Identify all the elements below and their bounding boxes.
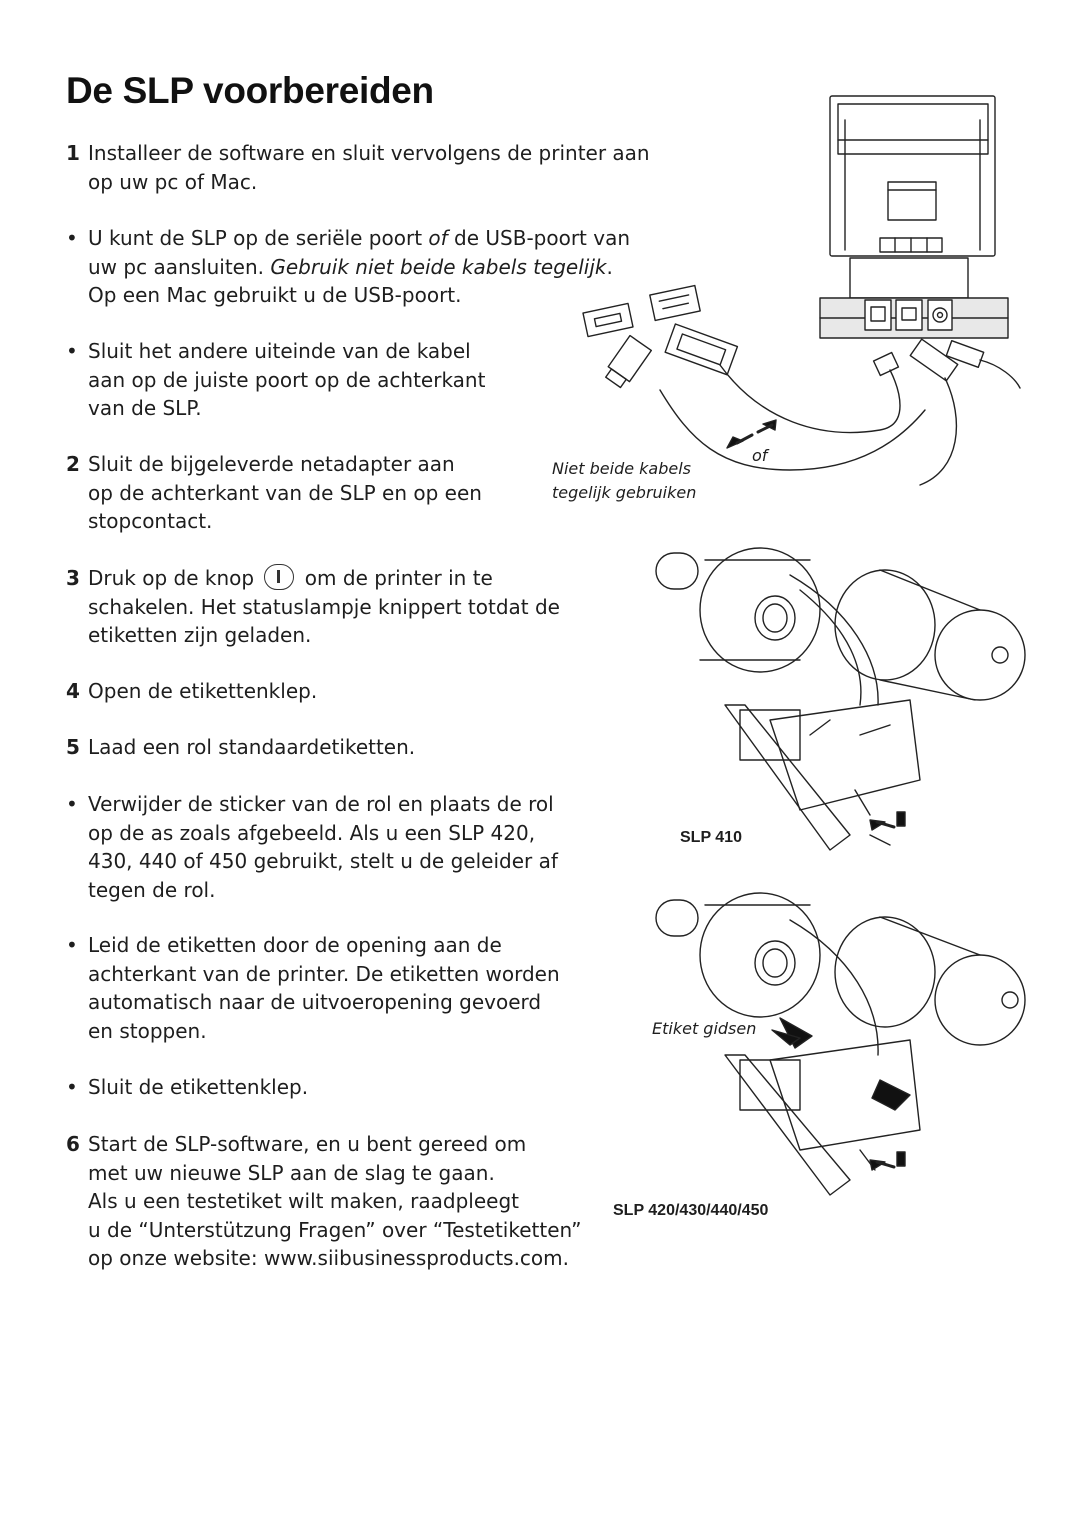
step-3-line-2: schakelen. Het statuslampje knippert tot… xyxy=(88,594,560,619)
power-button-icon xyxy=(264,564,295,590)
bullet-4-symbol: • xyxy=(66,933,78,957)
step-6-line-2: met uw nieuwe SLP aan de slag te gaan. xyxy=(88,1160,495,1185)
step-3-line-1-a: Druk op de knop xyxy=(88,566,255,590)
bullet-1-line-1-b: of xyxy=(428,226,448,250)
bullet-1-symbol: • xyxy=(66,226,78,250)
bullet-5-symbol: • xyxy=(66,1075,78,1099)
cables-illustration xyxy=(582,284,1021,486)
bullet-4-line-2: achterkant van de printer. De etiketten … xyxy=(88,961,560,986)
step-3-number: 3 xyxy=(66,566,80,590)
step-1-text: Installeer de software en sluit vervolge… xyxy=(88,139,650,196)
bullet-4-line-4: en stoppen. xyxy=(88,1018,207,1043)
slp-410-illustration xyxy=(655,547,1026,851)
bullet-3-line-3: 430, 440 of 450 gebruikt, stelt u de gel… xyxy=(88,849,558,873)
bullet-1-line-1-a: U kunt de SLP op de seriële poort xyxy=(88,226,429,250)
slp-420-label: SLP 420/430/440/450 xyxy=(613,1202,769,1219)
or-label: of xyxy=(752,446,768,465)
step-3-line-1-b: om de printer in te xyxy=(304,566,493,590)
bullet-1-text: U kunt de SLP op de seriële poort of de … xyxy=(88,224,630,310)
bullet-5-text: Sluit de etikettenklep. xyxy=(88,1073,308,1102)
bullet-1-line-1-c: de USB-poort van xyxy=(447,226,631,250)
bullet-1-line-2-a: uw pc aansluiten. xyxy=(88,254,271,279)
step-2-text: Sluit de bijgeleverde netadapter aan op … xyxy=(88,450,482,536)
bullet-1-line-2-c: . xyxy=(606,254,613,279)
step-6-line-5: op onze website: www.siibusinessproducts… xyxy=(88,1246,570,1270)
bullet-2-line-3: van de SLP. xyxy=(88,396,202,420)
step-1-number: 1 xyxy=(66,141,80,165)
bullet-1-line-1: U kunt de SLP op de seriële poort of de … xyxy=(88,224,630,253)
bullet-3-line-2: op de as zoals afgebeeld. Als u een SLP … xyxy=(88,820,536,845)
step-2-line-3: stopcontact. xyxy=(88,509,213,533)
bullet-4-line-3: automatisch naar de uitvoeropening gevoe… xyxy=(88,990,542,1014)
bullet-1-line-2-b: Gebruik niet beide kabels tegelijk xyxy=(270,254,607,279)
bullet-4-line-1: Leid de etiketten door de opening aan de xyxy=(88,933,502,957)
step-4-line-1: Open de etikettenklep. xyxy=(88,679,318,703)
step-5-number: 5 xyxy=(66,735,80,759)
bullet-1-line-3: Op een Mac gebruikt u de USB-poort. xyxy=(88,283,462,307)
label-guides-label: Etiket gidsen xyxy=(652,1019,757,1038)
step-6-number: 6 xyxy=(66,1132,80,1156)
step-4-text: Open de etikettenklep. xyxy=(88,677,317,706)
step-5-text: Laad een rol standaardetiketten. xyxy=(88,733,415,762)
warning-line-1: Niet beide kabels xyxy=(552,459,691,478)
step-6-line-1: Start de SLP-software, en u bent gereed … xyxy=(88,1132,527,1156)
bullet-2-symbol: • xyxy=(66,339,78,363)
page-title: De SLP voorbereiden xyxy=(66,70,434,111)
warning-line-2: tegelijk gebruiken xyxy=(552,483,697,502)
bullet-3-line-1: Verwijder de sticker van de rol en plaat… xyxy=(88,792,554,816)
step-3-text: Druk op de knop om de printer in te scha… xyxy=(88,564,560,650)
step-6-text: Start de SLP-software, en u bent gereed … xyxy=(88,1130,581,1273)
bullet-2-line-1: Sluit het andere uiteinde van de kabel xyxy=(88,339,471,363)
bullet-3-line-4: tegen de rol. xyxy=(88,877,216,902)
bullet-4-text: Leid de etiketten door de opening aan de… xyxy=(88,931,560,1045)
step-6-line-4: u de “Unterstützung Fragen” over “Testet… xyxy=(88,1217,582,1242)
bullet-3-symbol: • xyxy=(66,792,78,816)
slp-420-illustration xyxy=(655,892,1026,1196)
step-2-number: 2 xyxy=(66,452,80,476)
step-1-line-2: op uw pc of Mac. xyxy=(88,169,258,194)
step-1-line-1: Installeer de software en sluit vervolge… xyxy=(88,141,650,165)
bullet-5-line-1: Sluit de etikettenklep. xyxy=(88,1075,309,1099)
bullet-1-line-2: uw pc aansluiten. Gebruik niet beide kab… xyxy=(88,253,630,282)
step-3-line-3: etiketten zijn geladen. xyxy=(88,623,312,647)
bullet-3-text: Verwijder de sticker van de rol en plaat… xyxy=(88,790,558,904)
slp-410-label: SLP 410 xyxy=(680,829,742,846)
bullet-2-text: Sluit het andere uiteinde van de kabel a… xyxy=(88,337,485,423)
step-2-line-1: Sluit de bijgeleverde netadapter aan xyxy=(88,452,455,476)
step-5-line-1: Laad een rol standaardetiketten. xyxy=(88,735,416,759)
bullet-2-line-2: aan op de juiste poort op de achterkant xyxy=(88,367,486,392)
printer-back-illustration xyxy=(819,95,1009,339)
step-6-line-3: Als u een testetiket wilt maken, raadple… xyxy=(88,1189,519,1213)
step-4-number: 4 xyxy=(66,679,80,703)
step-3-line-1: Druk op de knop om de printer in te xyxy=(88,564,560,593)
step-2-line-2: op de achterkant van de SLP en op een xyxy=(88,480,482,505)
